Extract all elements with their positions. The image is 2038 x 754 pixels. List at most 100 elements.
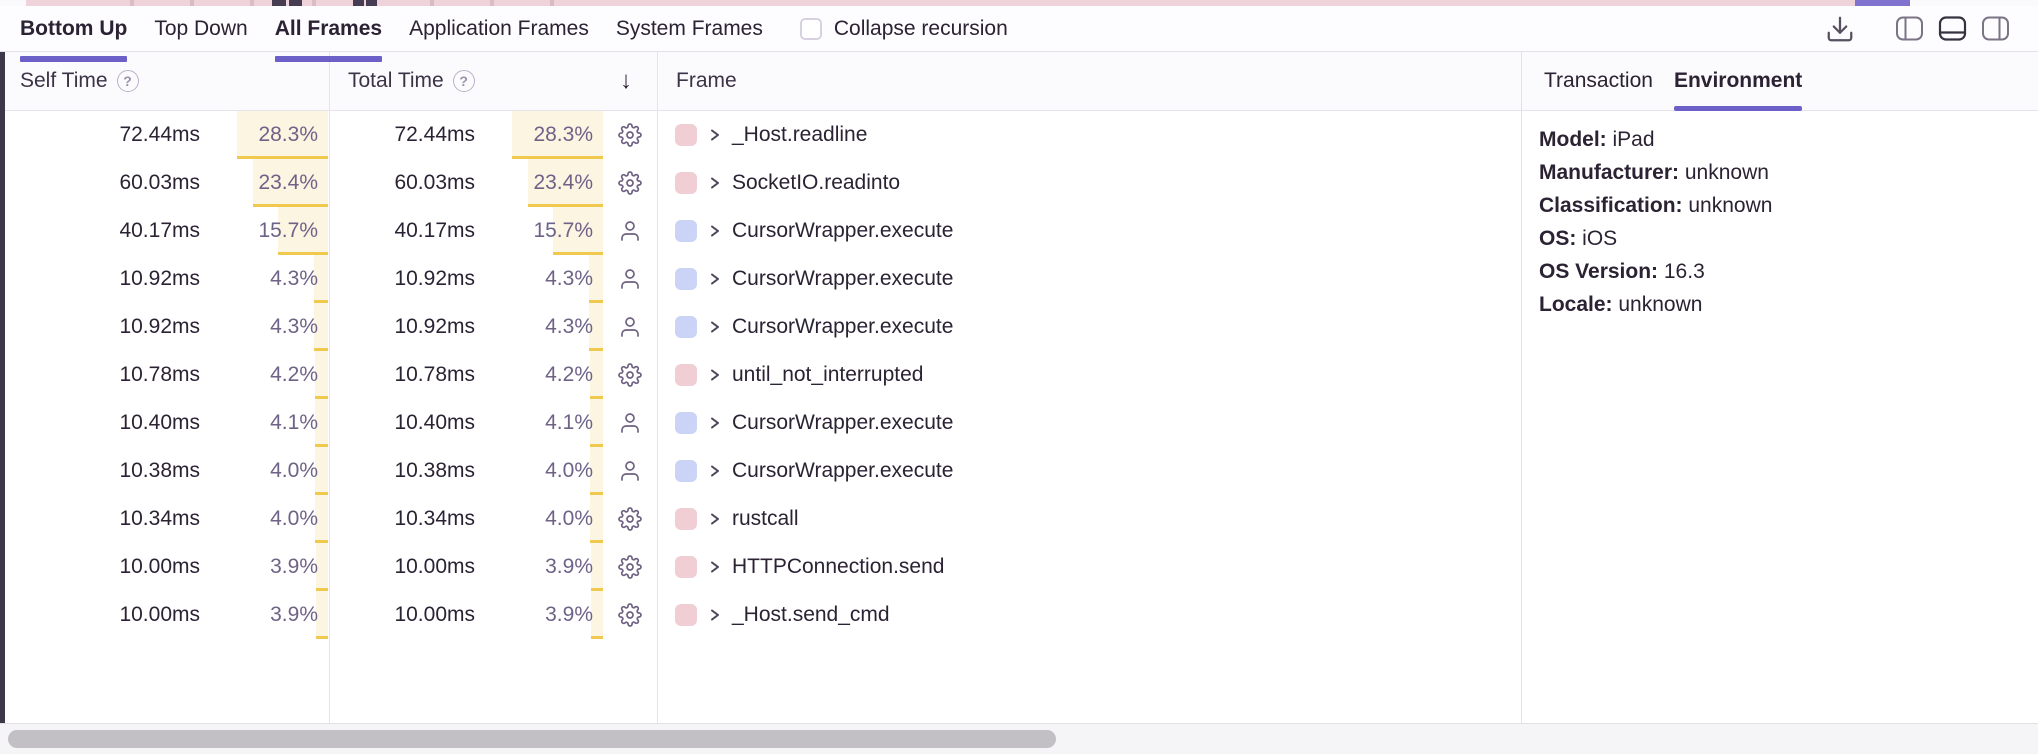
chevron-right-icon[interactable]: [709, 462, 721, 480]
self-time-percent: 4.2%: [270, 363, 318, 386]
frame-kind-icon-wrap: [603, 315, 657, 339]
total-time-cell: 10.40ms 4.1%: [329, 399, 657, 447]
table-row[interactable]: 10.00ms 3.9% 10.00ms 3.9% _Host.send_cmd: [0, 591, 1521, 639]
table-row[interactable]: 10.38ms 4.0% 10.38ms 4.0% CursorWrapper.…: [0, 447, 1521, 495]
column-header-self-time[interactable]: Self Time ?: [20, 52, 139, 110]
total-time-cell: 10.92ms 4.3%: [329, 255, 657, 303]
gear-icon: [618, 123, 642, 147]
minimap-segment: [250, 0, 254, 6]
percent-bar: [314, 255, 328, 303]
table-row[interactable]: 10.00ms 3.9% 10.00ms 3.9% HTTPConnection…: [0, 543, 1521, 591]
self-time-value: 10.92ms: [119, 315, 200, 338]
tab-top-down[interactable]: Top Down: [154, 16, 248, 40]
collapse-recursion-label: Collapse recursion: [833, 16, 1008, 40]
total-time-value: 10.40ms: [394, 411, 475, 434]
flamegraph-minimap[interactable]: [0, 0, 2038, 6]
frame-kind-icon-wrap: [603, 459, 657, 483]
percent-bar: [315, 447, 328, 495]
collapse-recursion-checkbox[interactable]: [799, 17, 822, 40]
chevron-right-icon[interactable]: [709, 414, 721, 432]
percent-bar: [315, 351, 328, 399]
field-label: Locale:: [1539, 293, 1613, 316]
panel-right-icon[interactable]: [1981, 15, 2010, 42]
total-time-value: 10.78ms: [394, 363, 475, 386]
chevron-right-icon[interactable]: [709, 318, 721, 336]
column-header-total-time[interactable]: Total Time ?: [348, 52, 475, 110]
frame-kind-icon-wrap: [603, 219, 657, 243]
table-row[interactable]: 10.92ms 4.3% 10.92ms 4.3% CursorWrapper.…: [0, 303, 1521, 351]
percent-bar: [589, 303, 603, 351]
chevron-right-icon[interactable]: [709, 366, 721, 384]
panel-left-icon[interactable]: [1895, 15, 1924, 42]
table-row[interactable]: 10.34ms 4.0% 10.34ms 4.0% rustcall: [0, 495, 1521, 543]
chevron-right-icon[interactable]: [709, 222, 721, 240]
self-time-percent-cell: 4.0%: [206, 495, 328, 543]
total-time-percent-cell: 4.1%: [481, 399, 603, 447]
chevron-right-icon[interactable]: [709, 510, 721, 528]
frame-color-swatch: [675, 172, 697, 194]
user-icon: [621, 269, 639, 289]
table-row[interactable]: 10.92ms 4.3% 10.92ms 4.3% CursorWrapper.…: [0, 255, 1521, 303]
tab-environment[interactable]: Environment: [1673, 52, 1803, 111]
table-row[interactable]: 10.78ms 4.2% 10.78ms 4.2% until_not_inte…: [0, 351, 1521, 399]
minimap-segment: [353, 0, 364, 6]
self-time-cell: 60.03ms 23.4%: [0, 159, 329, 207]
chevron-right-icon[interactable]: [709, 270, 721, 288]
vertical-scroll-indicator[interactable]: [0, 52, 5, 723]
help-icon[interactable]: ?: [116, 70, 139, 92]
tab-application-frames[interactable]: Application Frames: [409, 16, 589, 40]
frame-kind-icon-wrap: [603, 267, 657, 291]
self-time-value: 10.78ms: [119, 363, 200, 386]
table-row[interactable]: 40.17ms 15.7% 40.17ms 15.7% CursorWrappe…: [0, 207, 1521, 255]
self-time-value: 10.38ms: [119, 459, 200, 482]
table-row[interactable]: 72.44ms 28.3% 72.44ms 28.3% _Host.readli…: [0, 111, 1521, 159]
tab-all-frames[interactable]: All Frames: [274, 6, 383, 62]
tab-transaction[interactable]: Transaction: [1544, 69, 1653, 92]
percent-bar: [553, 207, 603, 255]
total-time-percent-cell: 15.7%: [481, 207, 603, 255]
horizontal-scrollbar[interactable]: [0, 723, 2038, 754]
frame-name: _Host.readline: [732, 123, 868, 146]
frame-name: CursorWrapper.execute: [732, 219, 954, 242]
self-time-value: 10.00ms: [119, 555, 200, 578]
self-time-value: 40.17ms: [119, 219, 200, 242]
chevron-right-icon[interactable]: [709, 606, 721, 624]
chevron-right-icon[interactable]: [709, 126, 721, 144]
tab-bottom-up[interactable]: Bottom Up: [20, 6, 128, 62]
frame-cell: CursorWrapper.execute: [657, 207, 1521, 255]
gear-icon: [618, 363, 642, 387]
frame-color-swatch: [675, 124, 697, 146]
column-header-frame[interactable]: Frame: [676, 69, 737, 92]
frame-color-swatch: [675, 508, 697, 530]
sort-desc-icon[interactable]: ↓: [620, 67, 632, 94]
panel-bottom-icon[interactable]: [1938, 15, 1967, 42]
user-icon: [621, 221, 639, 241]
self-time-percent-cell: 4.0%: [206, 447, 328, 495]
field-value: iOS: [1576, 227, 1618, 250]
self-time-value: 60.03ms: [119, 171, 200, 194]
percent-bar: [253, 159, 328, 207]
horizontal-scrollbar-thumb[interactable]: [8, 730, 1056, 748]
user-icon: [621, 461, 639, 481]
collapse-recursion-option[interactable]: Collapse recursion: [799, 16, 1008, 41]
environment-field: OS: iOS: [1539, 222, 2019, 255]
total-time-cell: 10.78ms 4.2%: [329, 351, 657, 399]
total-time-value: 10.34ms: [394, 507, 475, 530]
minimap-segment: [289, 0, 302, 6]
table-row[interactable]: 10.40ms 4.1% 10.40ms 4.1% CursorWrapper.…: [0, 399, 1521, 447]
chevron-right-icon[interactable]: [709, 558, 721, 576]
total-time-cell: 10.38ms 4.0%: [329, 447, 657, 495]
frame-color-swatch: [675, 604, 697, 626]
frame-color-swatch: [675, 316, 697, 338]
tab-system-frames[interactable]: System Frames: [615, 16, 763, 40]
chevron-right-icon[interactable]: [709, 174, 721, 192]
table-row[interactable]: 60.03ms 23.4% 60.03ms 23.4% SocketIO.rea…: [0, 159, 1521, 207]
detail-panel-tabs: Transaction Environment: [1544, 52, 1803, 111]
self-time-percent: 4.0%: [270, 459, 318, 482]
help-icon[interactable]: ?: [452, 70, 475, 92]
total-time-percent: 3.9%: [545, 555, 593, 578]
total-time-value: 72.44ms: [394, 123, 475, 146]
download-icon[interactable]: [1825, 14, 1855, 44]
